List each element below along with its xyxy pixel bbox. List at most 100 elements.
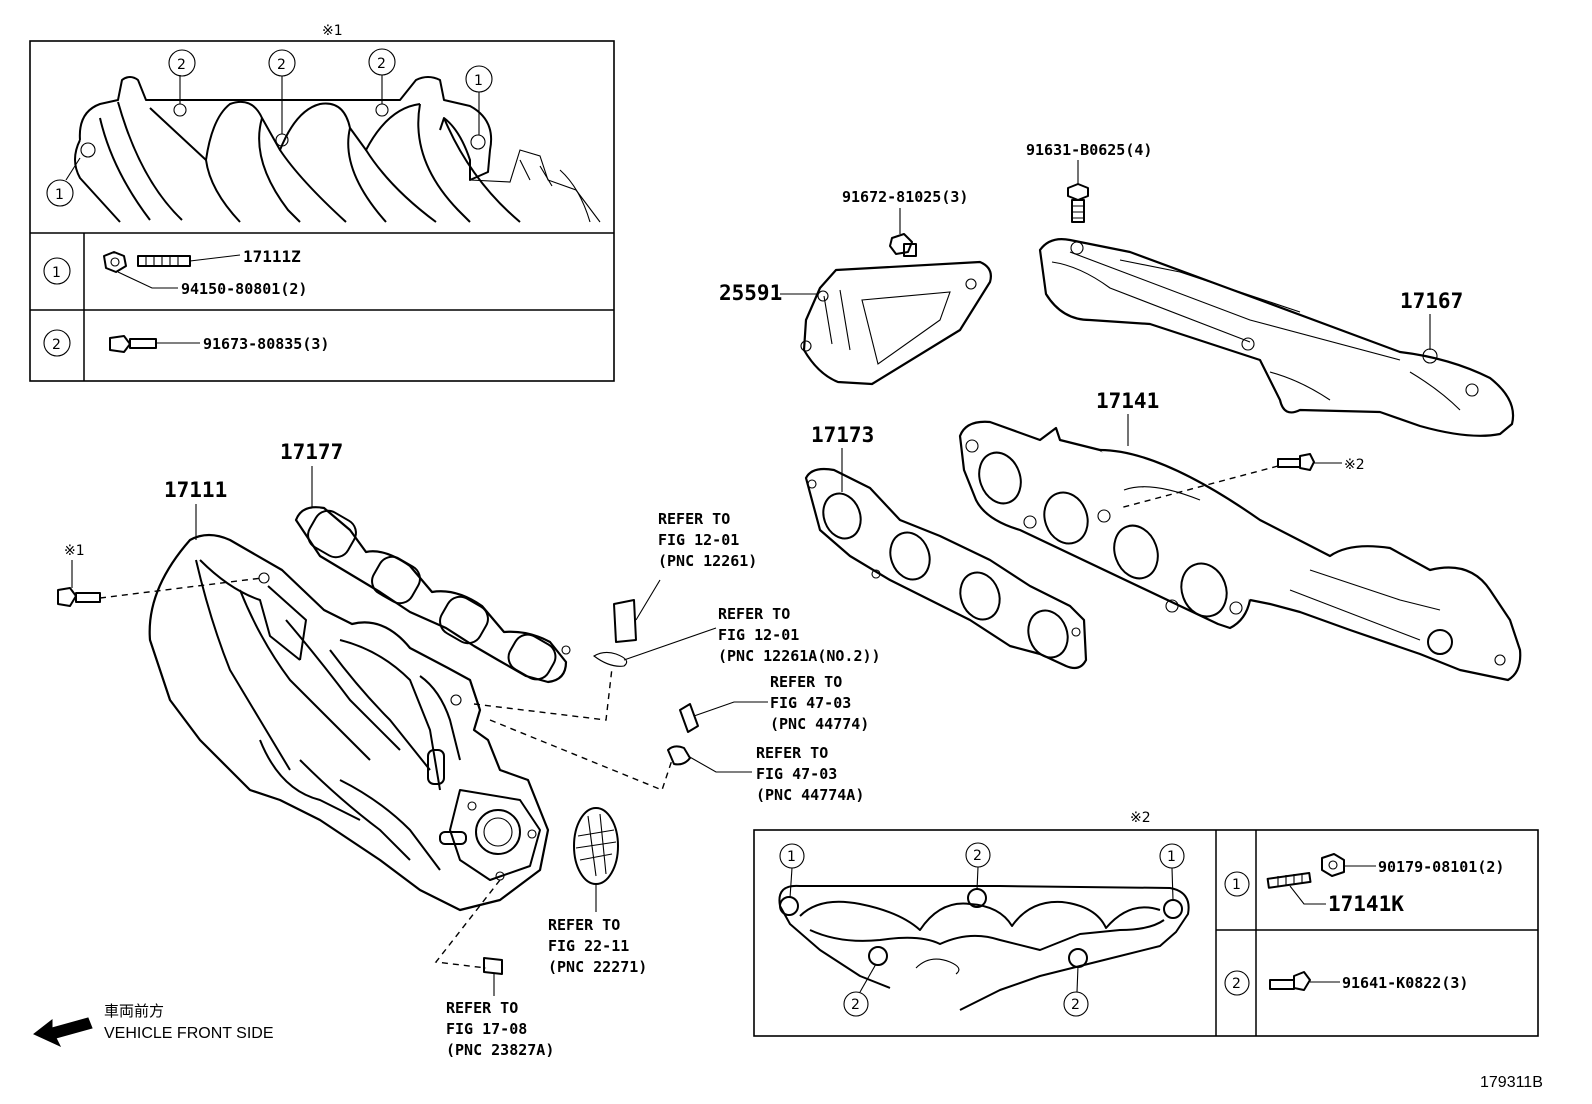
svg-text:FIG 22-11: FIG 22-11 [548, 937, 629, 955]
refer-23827a: REFER TO FIG 17-08 (PNC 23827A) [446, 957, 554, 1059]
mark-2-label: ※2 [1344, 457, 1365, 473]
front-label-jp: 車両前方 [104, 1002, 164, 1020]
part-label-17173: 17173 [811, 423, 874, 447]
svg-text:REFER TO: REFER TO [756, 744, 828, 762]
svg-text:1: 1 [474, 73, 483, 89]
exhaust-flange-drawing [778, 884, 1190, 1011]
inset-top-mark: ※1 [322, 23, 343, 39]
vehicle-front-indicator: 車両前方 VEHICLE FRONT SIDE [33, 1002, 274, 1048]
inset-top-row-1: 1 17111Z 94150-80801(2) [43, 247, 307, 298]
inset-top-row-2: 2 91673-80835(3) [43, 329, 329, 357]
part-label-91672: 91672-81025(3) [842, 188, 968, 206]
refer-44774: REFER TO FIG 47-03 (PNC 44774) [679, 673, 869, 733]
intake-manifold [148, 533, 550, 912]
svg-text:REFER TO: REFER TO [658, 510, 730, 528]
label-17173: 17173 [811, 423, 874, 492]
callout-2-b: 2 [268, 49, 296, 134]
svg-text:(PNC 12261A(NO.2)): (PNC 12261A(NO.2)) [718, 647, 881, 665]
inset-bottom-row-1: 1 90179-08101(2) 17141K [1224, 853, 1504, 916]
part-label-90179: 90179-08101(2) [1378, 858, 1504, 876]
svg-text:FIG 47-03: FIG 47-03 [756, 765, 837, 783]
svg-text:2: 2 [1232, 976, 1241, 992]
part-label-17111z: 17111Z [243, 247, 301, 266]
refer-44774a: REFER TO FIG 47-03 (PNC 44774A) [667, 744, 864, 804]
svg-text:1: 1 [1232, 877, 1241, 893]
part-label-91641: 91641-K0822(3) [1342, 974, 1468, 992]
svg-text:(PNC 12261): (PNC 12261) [658, 552, 757, 570]
callout-2-a: 2 [168, 49, 196, 104]
svg-text:REFER TO: REFER TO [718, 605, 790, 623]
svg-text:2: 2 [973, 848, 982, 864]
callout-1-left: 1 [46, 157, 81, 207]
svg-text:2: 2 [277, 57, 286, 73]
part-label-17111: 17111 [164, 478, 227, 502]
bolt-icon [1269, 971, 1311, 991]
inset-bottom-row-2: 2 91641-K0822(3) [1224, 970, 1468, 996]
callout-b1-b: 1 [1159, 843, 1185, 901]
part-label-17167: 17167 [1400, 289, 1463, 313]
callout-b2-b: 2 [843, 963, 877, 1017]
svg-text:FIG 12-01: FIG 12-01 [658, 531, 739, 549]
part-label-17141: 17141 [1096, 389, 1159, 413]
svg-text:2: 2 [52, 337, 61, 353]
svg-text:FIG 12-01: FIG 12-01 [718, 626, 799, 644]
front-label-en: VEHICLE FRONT SIDE [104, 1025, 274, 1042]
svg-text:2: 2 [1071, 997, 1080, 1013]
inset-exhaust-bolts: ※2 1 2 1 [753, 810, 1539, 1037]
part-label-17177: 17177 [280, 440, 343, 464]
diagram-code: 179311B [1480, 1074, 1543, 1091]
svg-text:1: 1 [55, 187, 64, 203]
bolt-91631: 91631-B0625(4) [1026, 141, 1152, 223]
svg-text:(PNC 22271): (PNC 22271) [548, 958, 647, 976]
mark-1-label: ※1 [64, 543, 85, 559]
callout-b2-c: 2 [1063, 965, 1089, 1017]
svg-text:FIG 17-08: FIG 17-08 [446, 1020, 527, 1038]
intake-gasket [294, 506, 571, 684]
part-label-17141k: 17141K [1328, 892, 1404, 916]
svg-text:REFER TO: REFER TO [446, 999, 518, 1017]
part-label-91631: 91631-B0625(4) [1026, 141, 1152, 159]
svg-text:1: 1 [787, 849, 796, 865]
svg-text:(PNC 23827A): (PNC 23827A) [446, 1041, 554, 1059]
label-17111: 17111 [164, 478, 227, 540]
callout-2-c: 2 [368, 48, 396, 104]
intake-flange-drawing [74, 76, 601, 223]
callout-b2-a: 2 [965, 842, 991, 891]
svg-text:(PNC 44774A): (PNC 44774A) [756, 786, 864, 804]
label-17141: 17141 [1096, 389, 1159, 446]
bolt-mark1: ※1 [57, 543, 263, 607]
inset-bottom-frame [753, 829, 1539, 1037]
part-label-25591: 25591 [719, 281, 782, 305]
label-17177: 17177 [280, 440, 343, 508]
inset-intake-bolts: ※1 [29, 23, 615, 382]
refer-12261a: REFER TO FIG 12-01 (PNC 12261A(NO.2)) [593, 605, 881, 667]
inset-bottom-mark: ※2 [1130, 810, 1151, 826]
bolt-mark2: ※2 [1119, 453, 1365, 509]
svg-text:2: 2 [377, 56, 386, 72]
callout-b1-a: 1 [779, 843, 805, 899]
manifold-bracket [800, 260, 992, 386]
label-17167: 17167 [1400, 289, 1463, 350]
part-label-91673: 91673-80835(3) [203, 335, 329, 353]
svg-text:REFER TO: REFER TO [770, 673, 842, 691]
nut-icon [1321, 853, 1345, 877]
heat-insulator [1038, 238, 1515, 437]
callout-1-right: 1 [465, 65, 493, 135]
exhaust-gasket [804, 467, 1088, 670]
svg-text:1: 1 [1167, 849, 1176, 865]
svg-text:(PNC 44774): (PNC 44774) [770, 715, 869, 733]
label-25591: 25591 [719, 281, 818, 305]
front-arrow-icon [33, 1017, 93, 1048]
part-label-94150: 94150-80801(2) [181, 280, 307, 298]
svg-text:1: 1 [52, 265, 61, 281]
stud-icon [1266, 871, 1312, 889]
svg-text:2: 2 [177, 57, 186, 73]
refer-12261: REFER TO FIG 12-01 (PNC 12261) [613, 510, 757, 643]
nut-icon [103, 251, 127, 273]
refer-22271: REFER TO FIG 22-11 (PNC 22271) [548, 807, 647, 976]
svg-text:FIG 47-03: FIG 47-03 [770, 694, 851, 712]
bolt-91672: 91672-81025(3) [842, 188, 968, 257]
exhaust-manifold [958, 420, 1522, 682]
